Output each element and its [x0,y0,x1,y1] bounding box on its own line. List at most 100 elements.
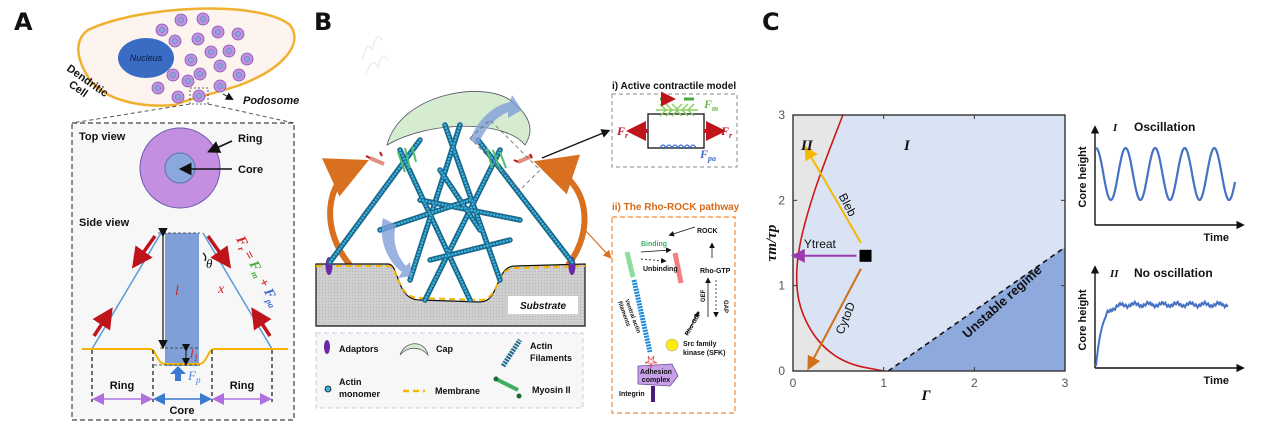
inset-ii-roman: II [1109,268,1119,280]
actin-bead [465,292,470,297]
actin-bead [400,153,405,158]
actin-bead [470,217,475,222]
actin-bead [454,268,459,273]
actin-bead [399,150,404,155]
actin-bead [450,252,455,257]
actin-bead [435,227,440,232]
actin-bead [429,215,434,220]
actin-bead [468,198,472,202]
stability-line [887,246,1066,372]
actin-bead [438,185,442,189]
bottom-core-label: Core [169,405,194,417]
actin-bead [391,174,396,179]
actin-bead [479,226,484,231]
actin-bead [458,198,462,202]
actin-bead [472,246,477,251]
actin-bead [478,223,483,228]
actin-bead [436,191,440,196]
actin-bead [570,260,574,264]
inset-i-box [611,93,738,168]
actin-bead [432,203,436,208]
panel-label-c: C [762,8,780,36]
actin-bead [461,200,466,205]
actin-bead [451,147,456,152]
actin-bead [495,163,500,168]
actin-bead [459,225,464,230]
actin-bead [453,153,458,158]
actin-bead [339,244,344,249]
panel-a: Nucleus Podosome Dendritic Cell Top view… [64,7,299,421]
actin-bead [566,254,571,259]
actin-bead [390,223,395,228]
actin-bead [456,231,461,236]
inset-i-fr-left: Fr [616,124,629,140]
pathway-rho-gtp: Rho-GTP [700,268,731,275]
actin-bead [393,222,398,227]
actin-bead [421,213,426,218]
actin-bead [554,239,559,244]
inset-i-fr-right: Fr [720,124,733,140]
actin-bead [406,165,411,170]
actin-bead [453,205,458,210]
inset-ii-xlabel: Time [1204,375,1229,387]
actin-bead [439,181,443,186]
pathway-binding: Binding [641,241,667,248]
actin-bead [454,192,459,197]
actin-bead [407,168,412,173]
actin-bead [458,277,463,282]
actin-bead [498,278,502,282]
actin-bead [433,224,438,229]
curved-arrow-left [321,158,369,267]
actin-bead [384,225,389,230]
actin-bead [482,244,487,249]
x-tick-label: 1 [880,376,887,390]
actin-bead [410,271,414,276]
actin-bead [454,135,458,140]
actin-bead [434,201,439,206]
inset-oscillation: I Oscillation Core height Time [1077,120,1245,244]
actin-bead [358,218,363,223]
actin-bead [459,206,464,211]
x-tick-label: 3 [1062,376,1069,390]
actin-bead [459,200,464,205]
actin-bead [437,208,441,213]
actin-bead [509,181,514,186]
actin-bead [430,283,435,288]
actin-bead [548,232,553,236]
actin-bead [441,242,446,247]
actin-bead [424,295,429,300]
actin-bead [356,221,361,226]
actin-bead [372,200,376,205]
actin-bead [416,253,420,258]
actin-bead [455,132,459,137]
arrow-bleb [804,145,862,244]
actin-bead [511,216,516,221]
actin-bead [463,289,468,294]
actin-bead [452,189,457,194]
arrow-label-bleb: Bleb [836,191,860,219]
actin-bead [526,204,531,209]
boundary-curve [795,115,884,371]
substrate [315,263,586,327]
actin-bead [505,215,510,220]
actin-bead [402,156,407,161]
legend-monomer-1: Actin [339,377,362,387]
podosome-core-icon [164,152,196,184]
actin-bead [452,141,456,146]
actin-bead [418,192,423,197]
actin-bead [449,141,454,146]
plot-frame [792,114,1066,372]
actin-bead [470,199,474,203]
actin-bead [477,188,482,193]
actin-bead [483,148,488,153]
actin-bead [472,209,477,213]
actin-bead [495,271,500,276]
actin-bead [423,231,427,236]
actin-bead [447,157,451,162]
actin-bead [484,238,488,243]
actin-bead [511,183,516,188]
actin-bead [458,165,463,170]
legend-cap: Cap [436,344,454,354]
actin-bead [440,254,445,259]
actin-bead [418,138,422,142]
